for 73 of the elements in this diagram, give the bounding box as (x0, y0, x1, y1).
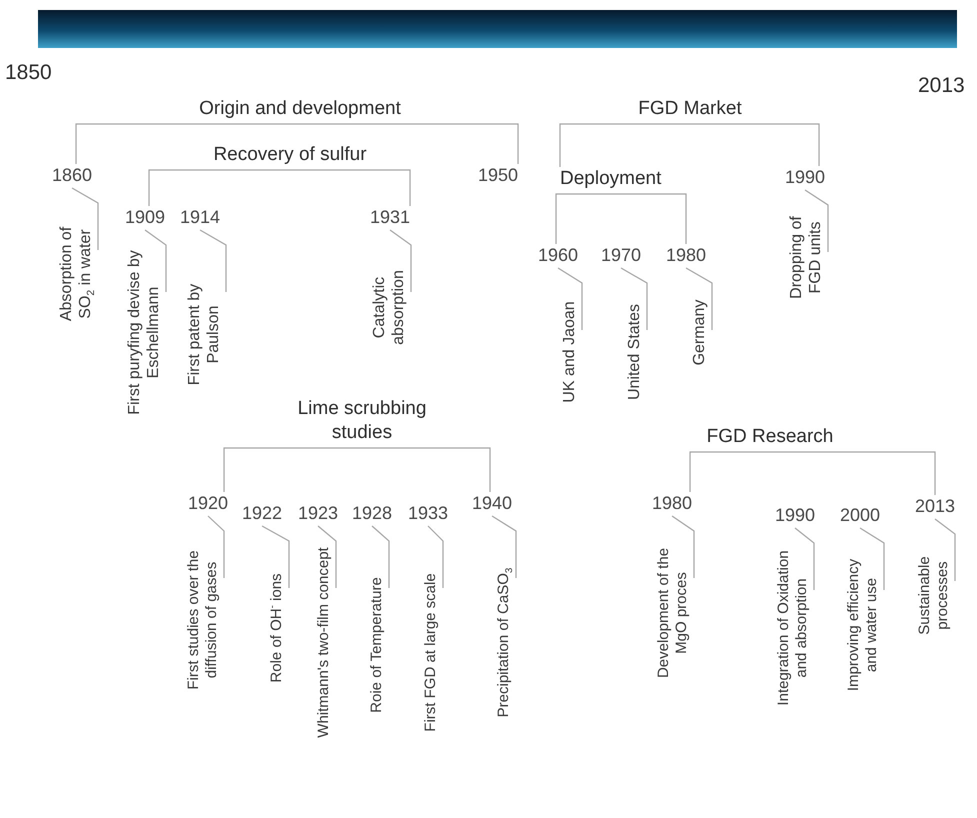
group-heading: Deployment (560, 167, 695, 191)
event-label: Catalytic absorption (370, 255, 408, 360)
leader-line (144, 230, 167, 292)
leader-line (318, 526, 337, 588)
year-label: 1950 (478, 164, 518, 186)
event-label: Germany (690, 285, 709, 380)
event-label: First FGD at large scale (422, 535, 440, 770)
year-label: 1860 (52, 164, 92, 186)
year-label: 1928 (352, 502, 392, 524)
year-label: 2000 (840, 504, 880, 526)
year-label: 1914 (180, 206, 220, 228)
bracket-line (223, 447, 362, 492)
bracket-line (555, 193, 628, 244)
year-label: 1909 (125, 206, 166, 228)
bracket-line (628, 193, 687, 244)
year-label: 1931 (370, 206, 410, 228)
event-label: First studies over the diffusion of gases (185, 530, 221, 710)
bracket-line (690, 123, 820, 166)
timeline-end-year: 1850 (5, 60, 52, 86)
year-label: 1920 (188, 492, 228, 514)
group-heading: FGD Research (690, 425, 850, 449)
event-label: Dropping of FGD units (787, 205, 825, 310)
year-label: 1960 (538, 244, 578, 266)
leader-line (428, 526, 444, 588)
group-heading: Lime scrubbing studies (287, 397, 437, 445)
year-label: 1940 (472, 492, 512, 514)
leader-line (686, 267, 713, 330)
event-label: Roie of Temperature (368, 545, 386, 745)
timeline-end-year: 2013 (918, 73, 965, 99)
bracket-line (290, 169, 411, 206)
year-label: 1990 (785, 166, 826, 188)
leader-line (72, 187, 99, 250)
leader-line (492, 516, 517, 578)
event-label: United States (625, 282, 644, 422)
event-label: First puryfing devise by Eschellmann (125, 250, 163, 415)
bracket-line (559, 123, 690, 167)
year-label: 1922 (242, 502, 282, 524)
year-label: 1980 (666, 244, 706, 266)
event-label: Integration of Oxidation and absorption (775, 538, 811, 718)
event-label: Improving efficiency and water use (845, 545, 881, 705)
leader-line (208, 516, 225, 578)
leader-line (262, 525, 290, 588)
event-label: Sustainable processes (916, 538, 952, 653)
group-heading: FGD Market (620, 97, 760, 121)
group-heading: Origin and development (170, 97, 430, 121)
event-label: UK and Jaoan (560, 282, 579, 422)
leader-line (620, 267, 648, 330)
leader-line (200, 229, 227, 292)
bracket-line (75, 123, 300, 164)
event-label: Whitmann's two-film concept (315, 535, 333, 750)
leader-line (794, 528, 815, 590)
leader-line (390, 230, 412, 292)
year-label: 1970 (601, 244, 642, 266)
leader-line (934, 518, 956, 581)
timeline-bar (38, 10, 957, 48)
year-label: 1923 (298, 502, 338, 524)
year-label: 1933 (408, 502, 448, 524)
year-label: 2013 (915, 495, 956, 517)
year-label: 1990 (775, 504, 816, 526)
bracket-line (362, 447, 491, 492)
event-label: Development of the MgO proces (655, 533, 691, 693)
bracket-line (148, 169, 290, 206)
leader-line (558, 268, 583, 330)
leader-line (372, 526, 390, 588)
event-label: First patent by Paulson (185, 262, 223, 407)
group-heading: Recovery of sulfur (190, 143, 390, 167)
leader-line (860, 528, 885, 590)
leader-line (804, 190, 829, 252)
year-label: 1980 (652, 492, 692, 514)
bracket-line (770, 451, 936, 495)
bracket-line (300, 123, 519, 164)
leader-line (672, 516, 695, 578)
bracket-line (689, 451, 770, 492)
